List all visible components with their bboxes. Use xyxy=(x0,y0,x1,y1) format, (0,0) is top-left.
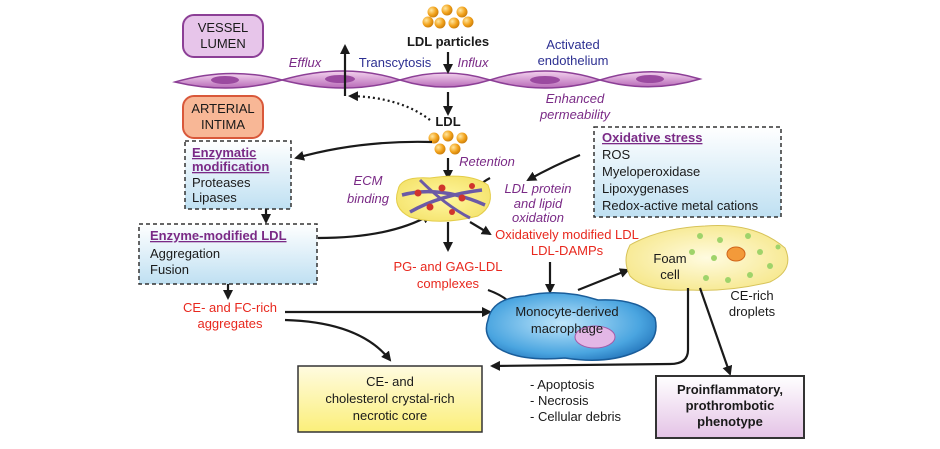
enzymatic-item-proteases: Proteases xyxy=(192,175,251,190)
ecm-binding-line1: ECM xyxy=(354,173,383,188)
vessel-lumen-line1: VESSEL xyxy=(198,20,249,35)
proinflammatory-line1: Proinflammatory, xyxy=(677,382,783,397)
necrotic-core-line2: cholesterol crystal-rich xyxy=(325,391,454,406)
ldl-to-enzymatic-arrow xyxy=(294,140,433,161)
ce-droplets-line1: CE-rich xyxy=(730,288,773,303)
ldl-particles-mid-icon xyxy=(428,130,468,155)
enzyme-modified-item-fusion: Fusion xyxy=(150,262,189,277)
enzymatic-item-lipases: Lipases xyxy=(192,190,237,205)
oxidative-to-ldl-arrow xyxy=(526,153,581,181)
activated-endothelium-line2: endothelium xyxy=(538,53,609,68)
macrophage-cell-icon xyxy=(485,292,657,361)
necrotic-core-line3: necrotic core xyxy=(353,408,427,423)
activated-endothelium-line1: Activated xyxy=(546,37,599,52)
necrotic-core-box: CE- and cholesterol crystal-rich necroti… xyxy=(297,365,483,433)
arterial-intima-line2: INTIMA xyxy=(201,117,245,132)
pg-gag-line1: PG- and GAG-LDL xyxy=(393,259,502,274)
foam-cell-line1: Foam xyxy=(653,251,686,266)
apoptosis-label: - Apoptosis xyxy=(530,377,595,392)
ldl-particles-label: LDL particles xyxy=(407,34,489,49)
ce-fc-line1: CE- and FC-rich xyxy=(183,300,277,315)
vessel-lumen-line2: LUMEN xyxy=(200,36,246,51)
foam-cell-icon xyxy=(625,225,789,291)
enzyme-modified-item-aggregation: Aggregation xyxy=(150,246,220,261)
enzymatic-title-line1: Enzymatic xyxy=(192,145,256,160)
oxidative-stress-box: Oxidative stress ROS Myeloperoxidase Lip… xyxy=(593,126,782,218)
ox-ldl-line1: Oxidatively modified LDL xyxy=(495,227,639,242)
enzyme-modified-ldl-box: Enzyme-modified LDL Aggregation Fusion xyxy=(138,223,318,285)
ce-fc-line2: aggregates xyxy=(197,316,263,331)
oxidative-title: Oxidative stress xyxy=(602,130,702,145)
ldl-oxidation-line1: LDL protein xyxy=(505,181,572,196)
transcytosis-label: Transcytosis xyxy=(359,55,432,70)
proinflammatory-box: Proinflammatory, prothrombotic phenotype xyxy=(655,375,805,439)
proinflammatory-line2: prothrombotic xyxy=(686,398,775,413)
necrosis-label: - Necrosis xyxy=(530,393,589,408)
enhanced-permeability-line2: permeability xyxy=(539,107,612,122)
oxidative-item-ros: ROS xyxy=(602,147,631,162)
ecm-binding-line2: binding xyxy=(347,191,390,206)
endothelium-layer xyxy=(172,70,703,89)
vessel-lumen-label: VESSEL LUMEN xyxy=(182,14,264,58)
necrotic-core-line1: CE- and xyxy=(366,374,414,389)
foam-to-phenotype-arrow xyxy=(698,287,733,376)
modified-to-ecm-arrow xyxy=(317,214,432,240)
foam-to-core-arrow xyxy=(490,288,690,371)
ecm-binding-icon xyxy=(396,175,491,222)
arterial-intima-label: ARTERIAL INTIMA xyxy=(182,95,264,139)
aggregates-to-core-arrow xyxy=(284,318,392,362)
transcytosis-dotted-arrow xyxy=(348,91,431,121)
enhanced-permeability-line1: Enhanced xyxy=(546,91,605,106)
oxidative-item-metal: Redox-active metal cations xyxy=(602,198,759,213)
enzymatic-title-line2: modification xyxy=(192,159,269,174)
cellular-debris-label: - Cellular debris xyxy=(530,409,622,424)
foam-cell-line2: cell xyxy=(660,267,680,282)
ce-droplets-line2: droplets xyxy=(729,304,776,319)
retention-label: Retention xyxy=(459,154,515,169)
macrophage-to-foam-arrow xyxy=(577,268,630,292)
pg-gag-line2: complexes xyxy=(417,276,480,291)
macrophage-line1: Monocyte-derived xyxy=(515,304,618,319)
influx-label: Influx xyxy=(457,55,489,70)
oxidative-item-lox: Lipoxygenases xyxy=(602,181,689,196)
proinflammatory-line3: phenotype xyxy=(697,414,763,429)
enzyme-modified-title: Enzyme-modified LDL xyxy=(150,228,287,243)
oxidative-item-mpo: Myeloperoxidase xyxy=(602,164,700,179)
efflux-label: Efflux xyxy=(289,55,322,70)
ox-ldl-line2: LDL-DAMPs xyxy=(531,243,604,258)
ecm-to-ox-arrow xyxy=(469,221,492,236)
ldl-label: LDL xyxy=(435,114,460,129)
ldl-oxidation-line2: and lipid xyxy=(514,196,563,211)
ldl-oxidation-line3: oxidation xyxy=(512,210,564,225)
enzymatic-modification-box: Enzymatic modification Proteases Lipases xyxy=(184,140,292,210)
ldl-particles-top-icon xyxy=(422,4,474,29)
arterial-intima-line1: ARTERIAL xyxy=(191,101,254,116)
macrophage-line2: macrophage xyxy=(531,321,603,336)
